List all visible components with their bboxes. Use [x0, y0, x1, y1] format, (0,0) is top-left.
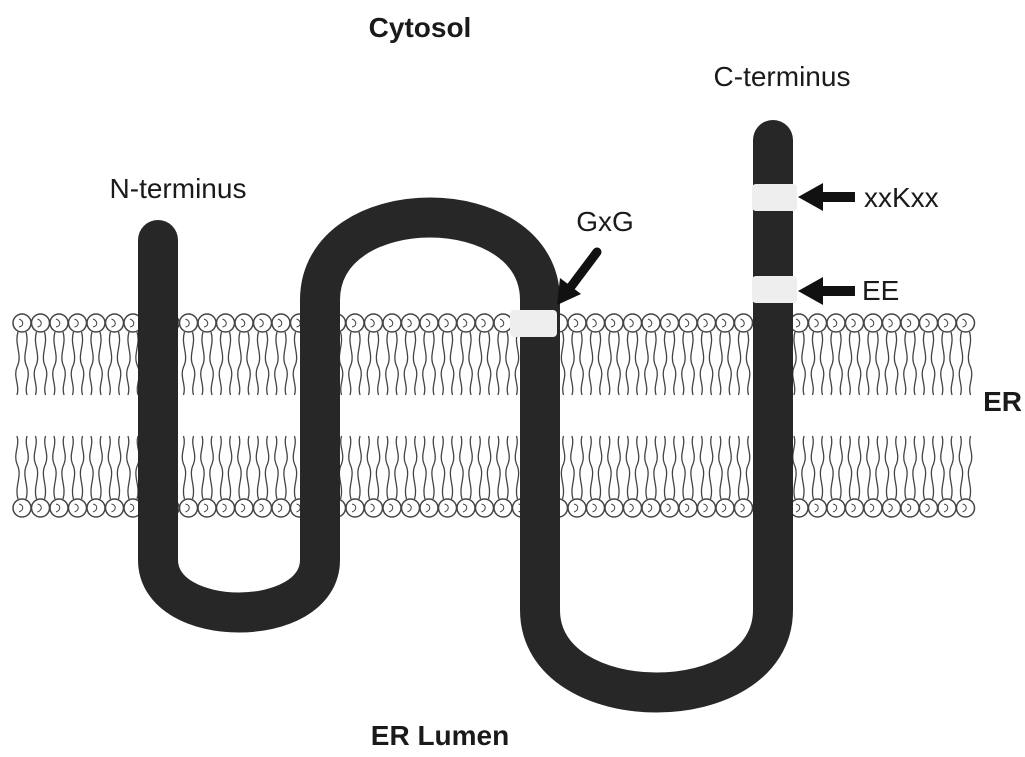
ee-label: EE [862, 275, 899, 306]
phospholipid-inner [846, 436, 864, 517]
phospholipid-inner [716, 436, 734, 517]
phospholipid-outer [698, 314, 716, 395]
phospholipid-outer [568, 314, 586, 395]
phospholipid-inner [198, 436, 216, 517]
phospholipid-inner [32, 436, 50, 517]
phospholipid-outer [402, 314, 420, 395]
phospholipid-outer [69, 314, 87, 395]
phospholipid-outer [106, 314, 124, 395]
phospholipid-inner [457, 436, 475, 517]
phospholipid-inner [642, 436, 660, 517]
phospholipid-inner [568, 436, 586, 517]
phospholipid-outer [661, 314, 679, 395]
n-terminus-label: N-terminus [110, 173, 247, 204]
phospholipid-inner [217, 436, 235, 517]
phospholipid-inner [605, 436, 623, 517]
phospholipid-outer [346, 314, 364, 395]
phospholipid-outer [901, 314, 919, 395]
phospholipid-inner [13, 436, 31, 517]
phospholipid-inner [106, 436, 124, 517]
gxg-motif-band [510, 310, 557, 337]
phospholipid-outer [254, 314, 272, 395]
phospholipid-inner [864, 436, 882, 517]
phospholipid-inner [50, 436, 68, 517]
phospholipid-inner [587, 436, 605, 517]
phospholipid-inner [69, 436, 87, 517]
phospholipid-outer [439, 314, 457, 395]
gxg-label: GxG [576, 206, 634, 237]
phospholipid-outer [13, 314, 31, 395]
phospholipid-outer [920, 314, 938, 395]
phospholipid-outer [383, 314, 401, 395]
phospholipid-outer [846, 314, 864, 395]
phospholipid-inner [901, 436, 919, 517]
ee-motif-band [752, 276, 797, 303]
phospholipid-inner [494, 436, 512, 517]
phospholipid-outer [827, 314, 845, 395]
phospholipid-inner [735, 436, 753, 517]
phospholipid-inner [346, 436, 364, 517]
phospholipid-outer [716, 314, 734, 395]
phospholipid-outer [624, 314, 642, 395]
c-terminus-label: C-terminus [714, 61, 851, 92]
phospholipid-inner [180, 436, 198, 517]
phospholipid-outer [476, 314, 494, 395]
er-lumen-label: ER Lumen [371, 720, 509, 751]
phospholipid-outer [809, 314, 827, 395]
phospholipid-outer [50, 314, 68, 395]
phospholipid-inner [698, 436, 716, 517]
xxkxx-motif-band [752, 184, 797, 211]
gxg-arrow [557, 252, 597, 305]
protein-chain [158, 140, 773, 693]
er-label: ER [983, 386, 1022, 417]
phospholipid-outer [87, 314, 105, 395]
phospholipid-outer [272, 314, 290, 395]
phospholipid-inner [420, 436, 438, 517]
phospholipid-outer [494, 314, 512, 395]
phospholipid-inner [624, 436, 642, 517]
phospholipid-inner [402, 436, 420, 517]
phospholipid-inner [920, 436, 938, 517]
phospholipid-outer [735, 314, 753, 395]
phospholipid-outer [217, 314, 235, 395]
xxkxx-arrow [798, 183, 855, 211]
phospholipid-inner [476, 436, 494, 517]
phospholipid-outer [938, 314, 956, 395]
phospholipid-outer [180, 314, 198, 395]
phospholipid-outer [420, 314, 438, 395]
phospholipid-inner [272, 436, 290, 517]
phospholipid-outer [864, 314, 882, 395]
phospholipid-inner [957, 436, 975, 517]
phospholipid-outer [883, 314, 901, 395]
xxkxx-label: xxKxx [864, 182, 939, 213]
phospholipid-outer [957, 314, 975, 395]
phospholipid-outer [679, 314, 697, 395]
phospholipid-inner [383, 436, 401, 517]
phospholipid-outer [32, 314, 50, 395]
phospholipid-inner [365, 436, 383, 517]
phospholipid-inner [661, 436, 679, 517]
phospholipid-outer [642, 314, 660, 395]
phospholipid-inner [679, 436, 697, 517]
phospholipid-inner [235, 436, 253, 517]
phospholipid-inner [809, 436, 827, 517]
phospholipid-inner [87, 436, 105, 517]
phospholipid-inner [439, 436, 457, 517]
ee-arrow [798, 277, 855, 305]
phospholipid-outer [198, 314, 216, 395]
phospholipid-inner [938, 436, 956, 517]
phospholipid-inner [827, 436, 845, 517]
phospholipid-outer [365, 314, 383, 395]
phospholipid-outer [587, 314, 605, 395]
phospholipid-outer [605, 314, 623, 395]
phospholipid-inner [254, 436, 272, 517]
phospholipid-outer [235, 314, 253, 395]
cytosol-label: Cytosol [369, 12, 472, 43]
phospholipid-outer [457, 314, 475, 395]
phospholipid-inner [883, 436, 901, 517]
